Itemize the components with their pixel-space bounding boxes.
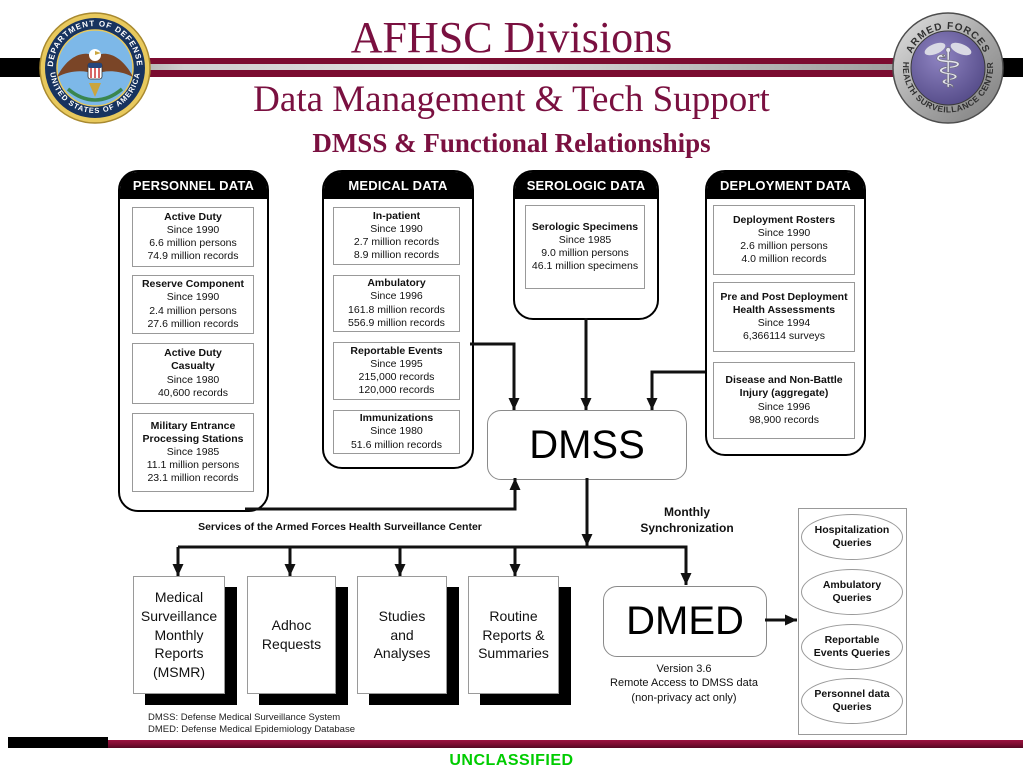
- caduceus-wing: [950, 42, 972, 56]
- header-divider-bar: [0, 58, 1023, 77]
- ambulatory-box: Ambulatory Since 1996 161.8 million reco…: [333, 275, 460, 332]
- medical-data-header: MEDICAL DATA: [324, 172, 472, 199]
- footer-divider-bar: [8, 740, 1023, 748]
- pre-post-deployment-box: Pre and Post Deployment Health Assessmen…: [713, 282, 855, 352]
- eagle-tail: [89, 83, 101, 97]
- adhoc-requests-output-box: Adhoc Requests: [247, 576, 336, 694]
- active-duty-casualty-box: Active Duty Casualty Since 1980 40,600 r…: [132, 343, 254, 404]
- dmss-node: DMSS: [487, 410, 687, 480]
- studies-analyses-output-box: Studies and Analyses: [357, 576, 447, 694]
- afhsc-logo: ARMED FORCES HEALTH SURVEILLANCE CENTER …: [892, 12, 1004, 124]
- arrow-personnel-to-dmss: [245, 478, 521, 511]
- personnel-data-queries-ellipse: Personnel data Queries: [801, 678, 903, 724]
- dmed-node: DMED: [603, 586, 767, 657]
- ambulatory-queries-ellipse: Ambulatory Queries: [801, 569, 903, 615]
- meps-box: Military Entrance Processing Stations Si…: [132, 413, 254, 492]
- deployment-data-header: DEPLOYMENT DATA: [707, 172, 864, 199]
- arrow-medical-to-dmss: [470, 342, 520, 410]
- reserve-component-box: Reserve Component Since 1990 2.4 million…: [132, 275, 254, 334]
- header-bar-right-cap: [1000, 58, 1023, 77]
- dmed-notes: Version 3.6 Remote Access to DMSS data (…: [610, 663, 758, 704]
- classification-label: UNCLASSIFIED: [449, 752, 574, 769]
- serologic-specimens-box: Serologic Specimens Since 1985 9.0 milli…: [525, 205, 645, 289]
- immunizations-box: Immunizations Since 1980 51.6 million re…: [333, 410, 460, 454]
- caduceus-icon: ⚕: [933, 39, 962, 99]
- msmr-output-box: Medical Surveillance Monthly Reports (MS…: [133, 576, 225, 694]
- serologic-data-header: SEROLOGIC DATA: [515, 172, 657, 199]
- active-duty-box: Active Duty Since 1990 6.6 million perso…: [132, 207, 254, 267]
- deployment-rosters-box: Deployment Rosters Since 1990 2.6 millio…: [713, 205, 855, 275]
- in-patient-box: In-patient Since 1990 2.7 million record…: [333, 207, 460, 265]
- reportable-events-box: Reportable Events Since 1995 215,000 rec…: [333, 342, 460, 400]
- abbreviation-definitions: DMSS: Defense Medical Surveillance Syste…: [148, 712, 355, 736]
- diagram-title: DMSS & Functional Relationships: [312, 128, 711, 158]
- dod-seal-logo: DEPARTMENT OF DEFENSE UNITED STATES OF A…: [39, 12, 151, 124]
- routine-reports-output-box: Routine Reports & Summaries: [468, 576, 559, 694]
- footer-bar-left-cap: [8, 737, 108, 748]
- arrow-deployment-to-dmss: [646, 370, 705, 410]
- reportable-events-queries-ellipse: Reportable Events Queries: [801, 624, 903, 670]
- monthly-sync-label: Monthly Synchronization: [640, 505, 734, 535]
- caduceus-wing: [924, 42, 946, 56]
- dnbi-box: Disease and Non-Battle Injury (aggregate…: [713, 362, 855, 439]
- page-title: AFHSC Divisions: [350, 13, 673, 62]
- page-subtitle: Data Management & Tech Support: [253, 79, 770, 120]
- services-label: Services of the Armed Forces Health Surv…: [198, 521, 482, 533]
- hospitalization-queries-ellipse: Hospitalization Queries: [801, 514, 903, 560]
- personnel-data-header: PERSONNEL DATA: [120, 172, 267, 199]
